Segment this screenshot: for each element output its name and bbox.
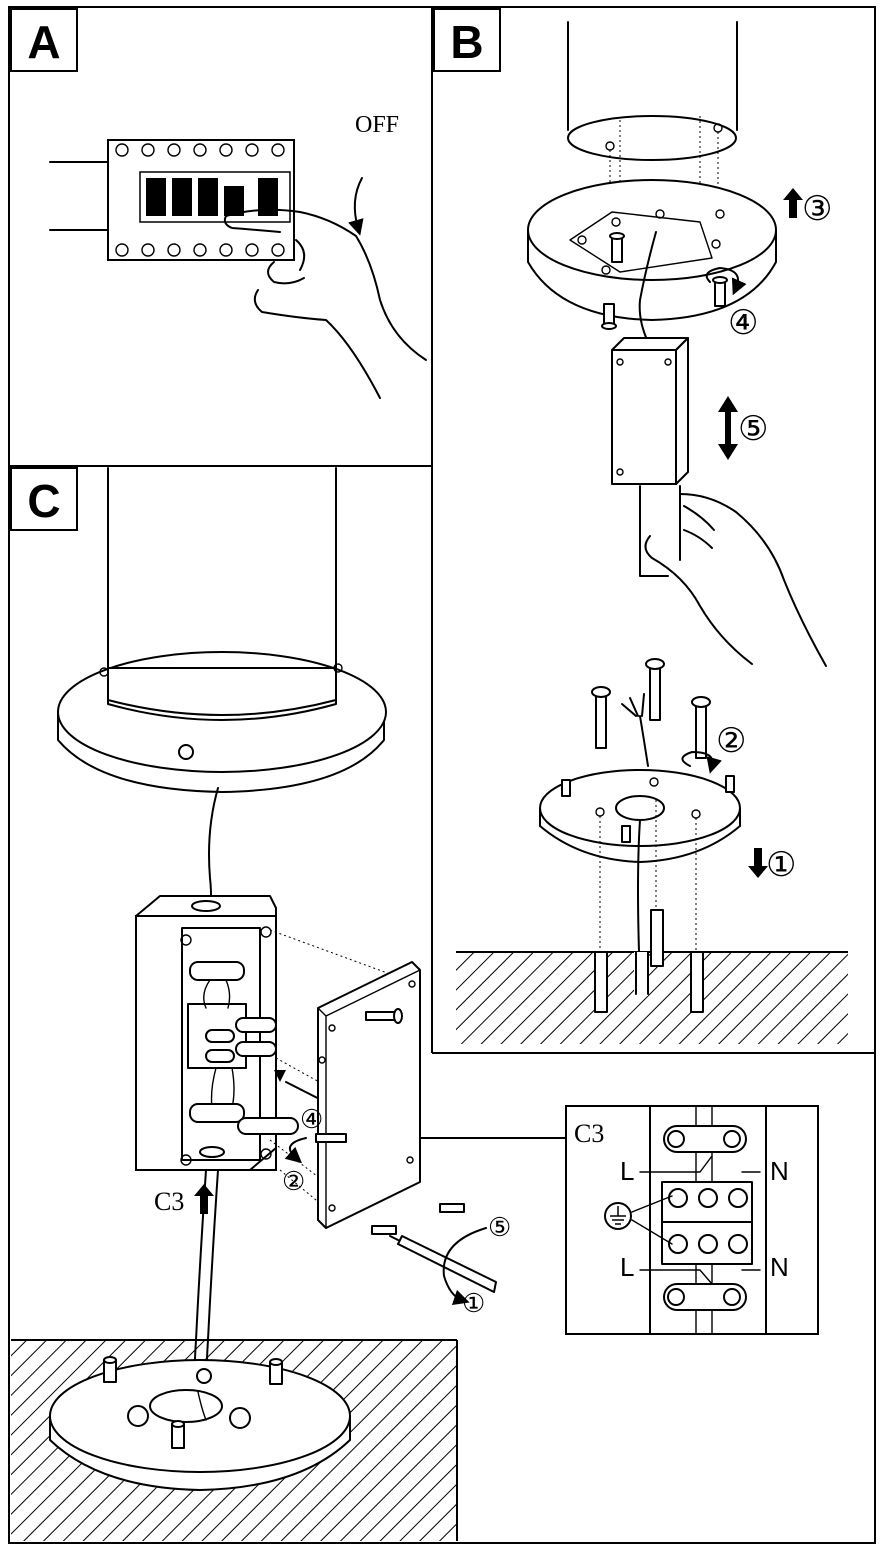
panel-a: A OFF bbox=[10, 8, 427, 399]
breaker-screw bbox=[167, 243, 181, 257]
double-arrow-icon bbox=[718, 396, 738, 460]
cover-plate-c bbox=[317, 961, 421, 1229]
breaker-screw bbox=[219, 143, 233, 157]
breaker-screw bbox=[245, 243, 259, 257]
neutral-bottom-label: N bbox=[770, 1252, 789, 1282]
earth-ground-icon bbox=[604, 1202, 632, 1230]
step-2-label-b: ② bbox=[716, 723, 746, 760]
mounting-ring-b bbox=[539, 769, 741, 863]
step-2-label-c: ② bbox=[282, 1167, 305, 1196]
live-top-label: L bbox=[620, 1156, 634, 1186]
breaker-screw bbox=[271, 143, 285, 157]
hand-a bbox=[223, 208, 427, 399]
step-1-label-c: ① bbox=[462, 1289, 485, 1318]
detail-ref-label: C3 bbox=[574, 1119, 604, 1148]
screw-b-2 bbox=[712, 276, 728, 307]
rotate-arrow-icon bbox=[705, 267, 747, 296]
step-4-label-c: ④ bbox=[300, 1105, 323, 1134]
breaker-screw bbox=[193, 243, 207, 257]
step-5-label: ⑤ bbox=[738, 411, 768, 448]
breaker-screw bbox=[115, 143, 129, 157]
breaker-panel bbox=[49, 139, 364, 261]
breaker-screw bbox=[245, 143, 259, 157]
rotate-arrow-icon bbox=[681, 751, 722, 774]
step-5-label-c: ⑤ bbox=[488, 1213, 511, 1242]
post-bottom-b bbox=[567, 21, 738, 161]
cover-screws-c bbox=[315, 1008, 465, 1235]
breaker-screw bbox=[141, 143, 155, 157]
breaker-screw bbox=[219, 243, 233, 257]
off-label: OFF bbox=[355, 112, 399, 138]
neutral-top-label: N bbox=[770, 1156, 789, 1186]
live-bottom-label: L bbox=[620, 1252, 634, 1282]
terminal-block-c bbox=[187, 1003, 277, 1069]
rotate-arrow-icon bbox=[284, 1137, 307, 1164]
rotate-arrow-icon bbox=[442, 1227, 487, 1306]
cable-wires-b bbox=[621, 693, 649, 767]
switch-off-arrow-icon bbox=[348, 177, 364, 236]
callout-ref-label: C3 bbox=[154, 1187, 184, 1216]
hand-b bbox=[639, 485, 827, 667]
step-1-label-b: ① bbox=[766, 847, 796, 884]
panel-c-letter: C bbox=[27, 475, 60, 527]
ground-b bbox=[456, 909, 848, 1044]
junction-box-c bbox=[135, 895, 299, 1171]
breaker-screw bbox=[271, 243, 285, 257]
panel-c: C bbox=[10, 467, 819, 1541]
post-c bbox=[57, 467, 387, 793]
c3-detail-inset: C3 L N L N bbox=[565, 1105, 819, 1335]
panel-b: B bbox=[433, 8, 848, 1044]
screw-b-1 bbox=[609, 232, 625, 263]
breaker-screws bbox=[115, 143, 285, 257]
breaker-screw bbox=[141, 243, 155, 257]
arrow-up-icon bbox=[783, 188, 803, 218]
screw-b-3 bbox=[601, 303, 617, 330]
step-3-label: ③ bbox=[802, 191, 832, 228]
arrow-down-icon bbox=[274, 1070, 286, 1082]
breaker-screw bbox=[193, 143, 207, 157]
panel-a-letter: A bbox=[27, 16, 60, 68]
anchor-screws-b bbox=[591, 658, 711, 759]
page-frame bbox=[8, 6, 876, 1544]
breaker-switches bbox=[139, 171, 291, 223]
junction-box-b bbox=[611, 337, 689, 485]
cable-c-top bbox=[208, 787, 219, 911]
terminal-block-detail bbox=[661, 1181, 753, 1265]
breaker-screw bbox=[167, 143, 181, 157]
base-plate-c bbox=[49, 1356, 351, 1491]
screwdriver-c bbox=[389, 1235, 497, 1293]
panel-b-letter: B bbox=[450, 16, 483, 68]
cable-b bbox=[638, 231, 657, 343]
breaker-screw bbox=[115, 243, 129, 257]
step-4-label: ④ bbox=[728, 305, 758, 342]
arrow-down-icon bbox=[748, 848, 768, 878]
